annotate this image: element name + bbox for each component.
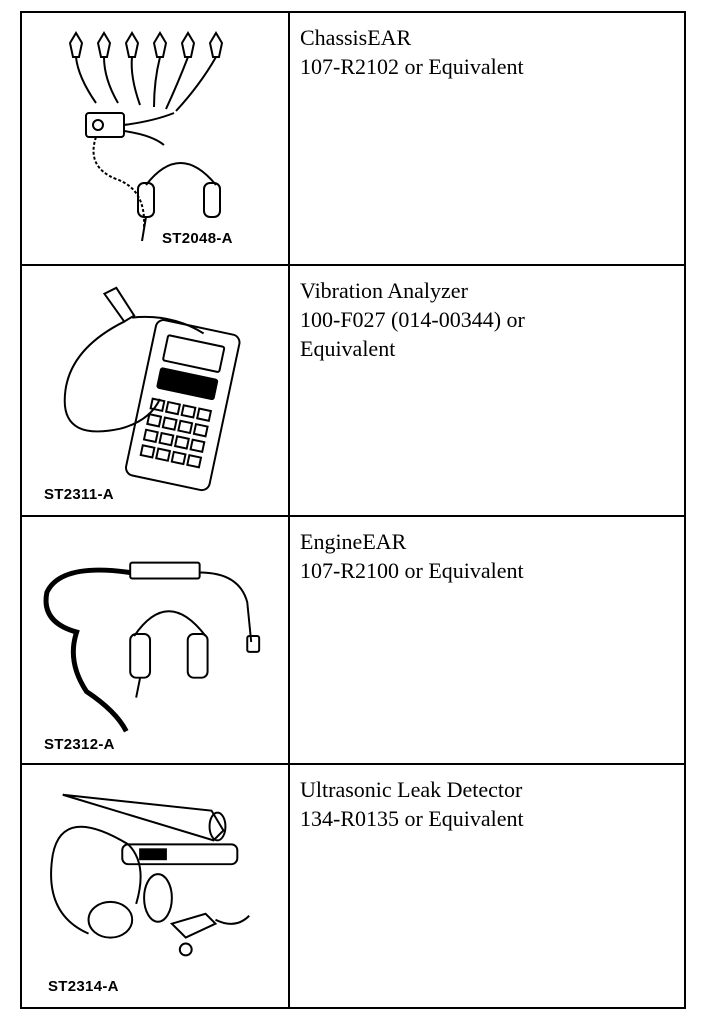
figure-code: ST2311-A [44, 486, 114, 503]
figure-code: ST2314-A [48, 978, 119, 995]
tool-name: EngineEAR [300, 529, 407, 554]
chassisear-illustration [68, 31, 224, 242]
figure-code: ST2048-A [162, 230, 233, 247]
tool-name: ChassisEAR [300, 25, 412, 50]
part-number: 134-R0135 or Equivalent [300, 806, 524, 831]
image-cell: ST2311-A [22, 266, 290, 515]
alligator-clip-icon [165, 31, 196, 110]
figure-code: ST2312-A [44, 736, 115, 753]
image-cell: ST2314-A [22, 765, 290, 1007]
tool-table: ST2048-A ChassisEAR 107-R2102 or Equival… [20, 11, 686, 1009]
tool-name: Ultrasonic Leak Detector [300, 777, 523, 802]
tool-row-engineear: ST2312-A EngineEAR 107-R2100 or Equivale… [22, 515, 684, 763]
ultrasonic-leak-detector-illustration [50, 793, 250, 957]
description-cell: Ultrasonic Leak Detector 134-R0135 or Eq… [300, 775, 676, 833]
part-number-continued: Equivalent [300, 336, 396, 361]
image-cell: ST2048-A [22, 13, 290, 264]
part-number: 107-R2100 or Equivalent [300, 558, 524, 583]
engineear-illustration [43, 561, 261, 733]
keypad-icon [139, 397, 213, 469]
alligator-clip-icon [124, 31, 141, 106]
vibration-analyzer-illustration [63, 286, 241, 492]
description-cell: Vibration Analyzer 100-F027 (014-00344) … [300, 276, 676, 363]
tool-row-chassisear: ST2048-A ChassisEAR 107-R2102 or Equival… [22, 13, 684, 264]
alligator-clip-icon [68, 31, 97, 104]
alligator-clip-icon [175, 31, 224, 112]
description-cell: ChassisEAR 107-R2102 or Equivalent [300, 23, 676, 81]
image-cell: ST2312-A [22, 517, 290, 763]
tool-row-ultrasonic-leak-detector: ST2314-A Ultrasonic Leak Detector 134-R0… [22, 763, 684, 1007]
tool-row-vibration-analyzer: ST2311-A Vibration Analyzer 100-F027 (01… [22, 264, 684, 515]
description-cell: EngineEAR 107-R2100 or Equivalent [300, 527, 676, 585]
alligator-clip-icon [152, 31, 168, 108]
alligator-clip-icon [96, 31, 119, 104]
tool-name: Vibration Analyzer [300, 278, 468, 303]
part-number: 100-F027 (014-00344) or [300, 307, 525, 332]
part-number: 107-R2102 or Equivalent [300, 54, 524, 79]
